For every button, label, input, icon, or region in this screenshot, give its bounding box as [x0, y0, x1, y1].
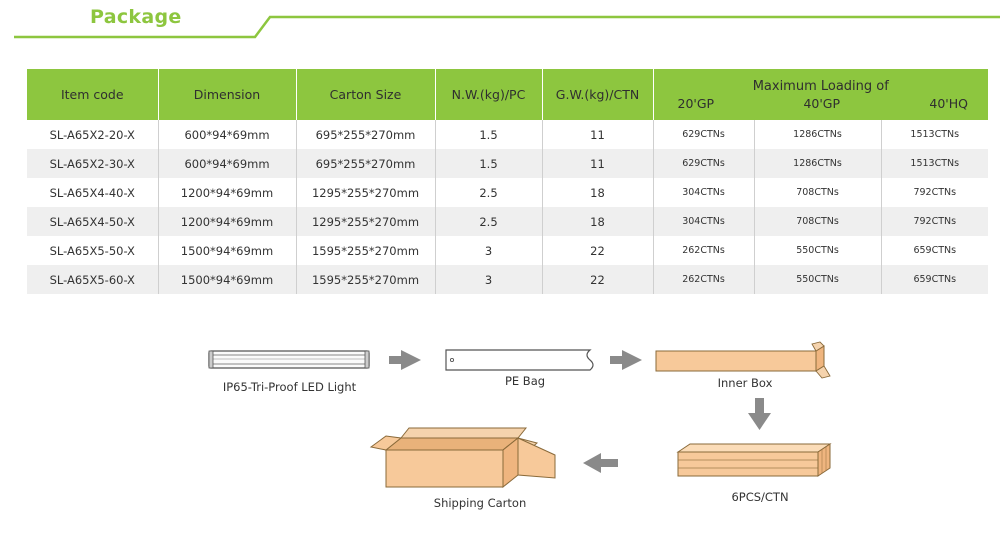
- cell-20gp: 304CTNs: [652, 207, 754, 236]
- cell-20gp: 262CTNs: [652, 236, 754, 265]
- cell-20gp: 629CTNs: [652, 149, 754, 178]
- cell-dimension: 1200*94*69mm: [157, 207, 296, 236]
- label-inner-box: Inner Box: [717, 376, 773, 390]
- cell-dimension: 1500*94*69mm: [157, 236, 296, 265]
- cell-40hq: 659CTNs: [880, 236, 989, 265]
- cell-40gp: 1286CTNs: [753, 149, 881, 178]
- cell-item-code: SL-A65X2-30-X: [27, 149, 158, 178]
- cell-40hq: 1513CTNs: [880, 149, 989, 178]
- cell-item-code: SL-A65X2-20-X: [49, 127, 135, 142]
- cell-40gp: 1286CTNs: [753, 120, 881, 149]
- cell-20gp: 262CTNs: [652, 265, 754, 294]
- cell-nw: 2.5: [434, 178, 542, 207]
- label-led-light: IP65-Tri-Proof LED Light: [222, 380, 357, 394]
- table-row: SL-A65X4-50-X 1200*94*69mm 1295*255*270m…: [27, 207, 989, 236]
- cell-carton-size: 695*255*270mm: [295, 120, 435, 149]
- cell-nw: 3: [434, 265, 542, 294]
- cell-carton-size: 1295*255*270mm: [295, 207, 435, 236]
- cell-gw: 11: [541, 120, 653, 149]
- table-row: SL-A65X2-20-X 600*94*69mm 695*255*270mm …: [27, 120, 989, 149]
- cell-40gp: 708CTNs: [753, 178, 881, 207]
- cell-nw: 1.5: [434, 120, 542, 149]
- max-loading-title: Maximum Loading of: [752, 78, 889, 94]
- label-pe-bag: PE Bag: [504, 374, 546, 388]
- cell-20gp: 629CTNs: [652, 120, 754, 149]
- cell-nw: 1.5: [434, 149, 542, 178]
- cell-carton-size: 695*255*270mm: [295, 149, 435, 178]
- cell-20gp: 304CTNs: [652, 178, 754, 207]
- col-header-40gp: 40'GP: [803, 95, 841, 111]
- cell-nw: 2.5: [434, 207, 542, 236]
- arrow-down-icon: [748, 398, 771, 430]
- stacked-carton-icon: [676, 443, 832, 477]
- cell-40gp: 708CTNs: [753, 207, 881, 236]
- cell-item-code: SL-A65X4-50-X: [27, 207, 158, 236]
- table-row: SL-A65X4-40-X 1200*94*69mm 1295*255*270m…: [27, 178, 989, 207]
- cell-40gp: 550CTNs: [753, 265, 881, 294]
- cell-dimension: 1200*94*69mm: [157, 178, 296, 207]
- inner-box-icon: [655, 341, 831, 379]
- col-header-40hq: 40'HQ: [929, 95, 968, 111]
- cell-40gp: 550CTNs: [753, 236, 881, 265]
- arrow-right-icon: [389, 350, 421, 370]
- cell-gw: 22: [541, 265, 653, 294]
- cell-carton-size: 1595*255*270mm: [295, 236, 435, 265]
- cell-40hq: 792CTNs: [880, 178, 989, 207]
- col-header-gw: G.W.(kg)/CTN: [541, 69, 653, 120]
- cell-gw: 18: [541, 178, 653, 207]
- cell-gw: 18: [541, 207, 653, 236]
- col-header-nw: N.W.(kg)/PC: [434, 69, 542, 120]
- label-6pcs-ctn: 6PCS/CTN: [731, 490, 789, 504]
- col-header-carton-size: Carton Size: [295, 69, 435, 120]
- pe-bag-icon: [445, 349, 594, 371]
- shipping-carton-icon: [369, 427, 556, 489]
- cell-gw: 11: [541, 149, 653, 178]
- cell-dimension: 600*94*69mm: [157, 120, 296, 149]
- led-light-icon: [208, 350, 370, 369]
- col-header-dimension: Dimension: [157, 69, 296, 120]
- cell-40hq: 792CTNs: [880, 207, 989, 236]
- col-header-20gp: 20'GP: [677, 95, 715, 111]
- cell-gw: 22: [541, 236, 653, 265]
- section-title: Package: [90, 6, 182, 28]
- cell-nw: 3: [434, 236, 542, 265]
- cell-item-code: SL-A65X5-50-X: [49, 243, 135, 258]
- arrow-left-icon: [583, 453, 618, 473]
- cell-dimension: 600*94*69mm: [157, 149, 296, 178]
- cell-dimension: 1500*94*69mm: [157, 265, 296, 294]
- cell-40hq: 1513CTNs: [880, 120, 989, 149]
- cell-item-code: SL-A65X5-60-X: [27, 265, 158, 294]
- label-shipping-carton: Shipping Carton: [433, 496, 527, 510]
- arrow-right-icon: [610, 350, 642, 370]
- cell-item-code: SL-A65X4-40-X: [49, 185, 135, 200]
- cell-40hq: 659CTNs: [880, 265, 989, 294]
- col-header-item-code: Item code: [27, 69, 158, 120]
- table-row: SL-A65X2-30-X 600*94*69mm 695*255*270mm …: [27, 149, 989, 178]
- cell-carton-size: 1595*255*270mm: [295, 265, 435, 294]
- cell-carton-size: 1295*255*270mm: [295, 178, 435, 207]
- title-underline: [14, 15, 1000, 39]
- package-spec-table: Item code Dimension Carton Size N.W.(kg)…: [27, 69, 989, 294]
- col-header-max-loading: Maximum Loading of 20'GP 40'GP 40'HQ: [652, 69, 989, 120]
- table-row: SL-A65X5-50-X 1500*94*69mm 1595*255*270m…: [27, 236, 989, 265]
- table-row: SL-A65X5-60-X 1500*94*69mm 1595*255*270m…: [27, 265, 989, 294]
